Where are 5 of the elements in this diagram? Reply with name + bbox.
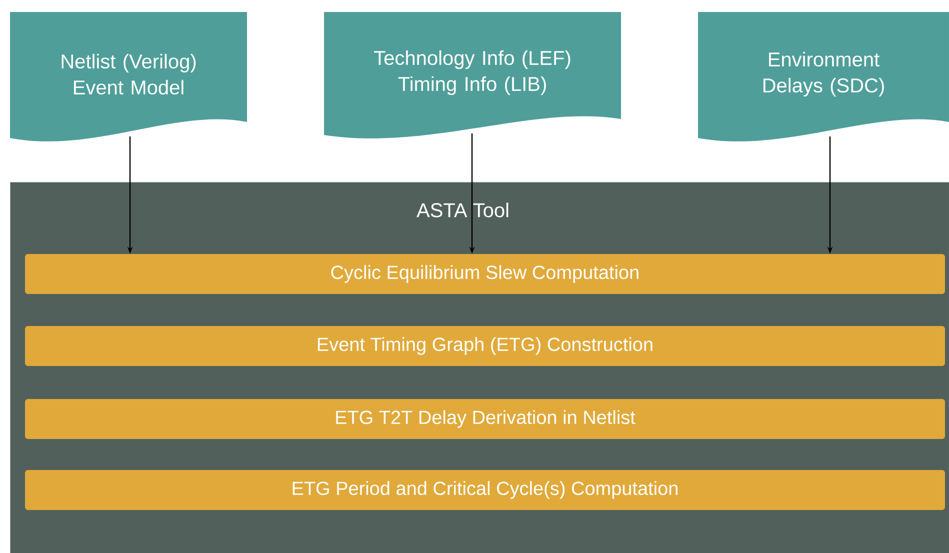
process-bar: Cyclic Equilibrium Slew Computation — [25, 254, 945, 294]
process-bar: ETG Period and Critical Cycle(s) Computation — [25, 470, 945, 510]
panel-title: ASTA Tool — [416, 202, 508, 218]
process-bar: ETG T2T Delay Derivation in Netlist — [25, 399, 945, 439]
process-bar: Event Timing Graph (ETG) Construction — [25, 326, 945, 366]
